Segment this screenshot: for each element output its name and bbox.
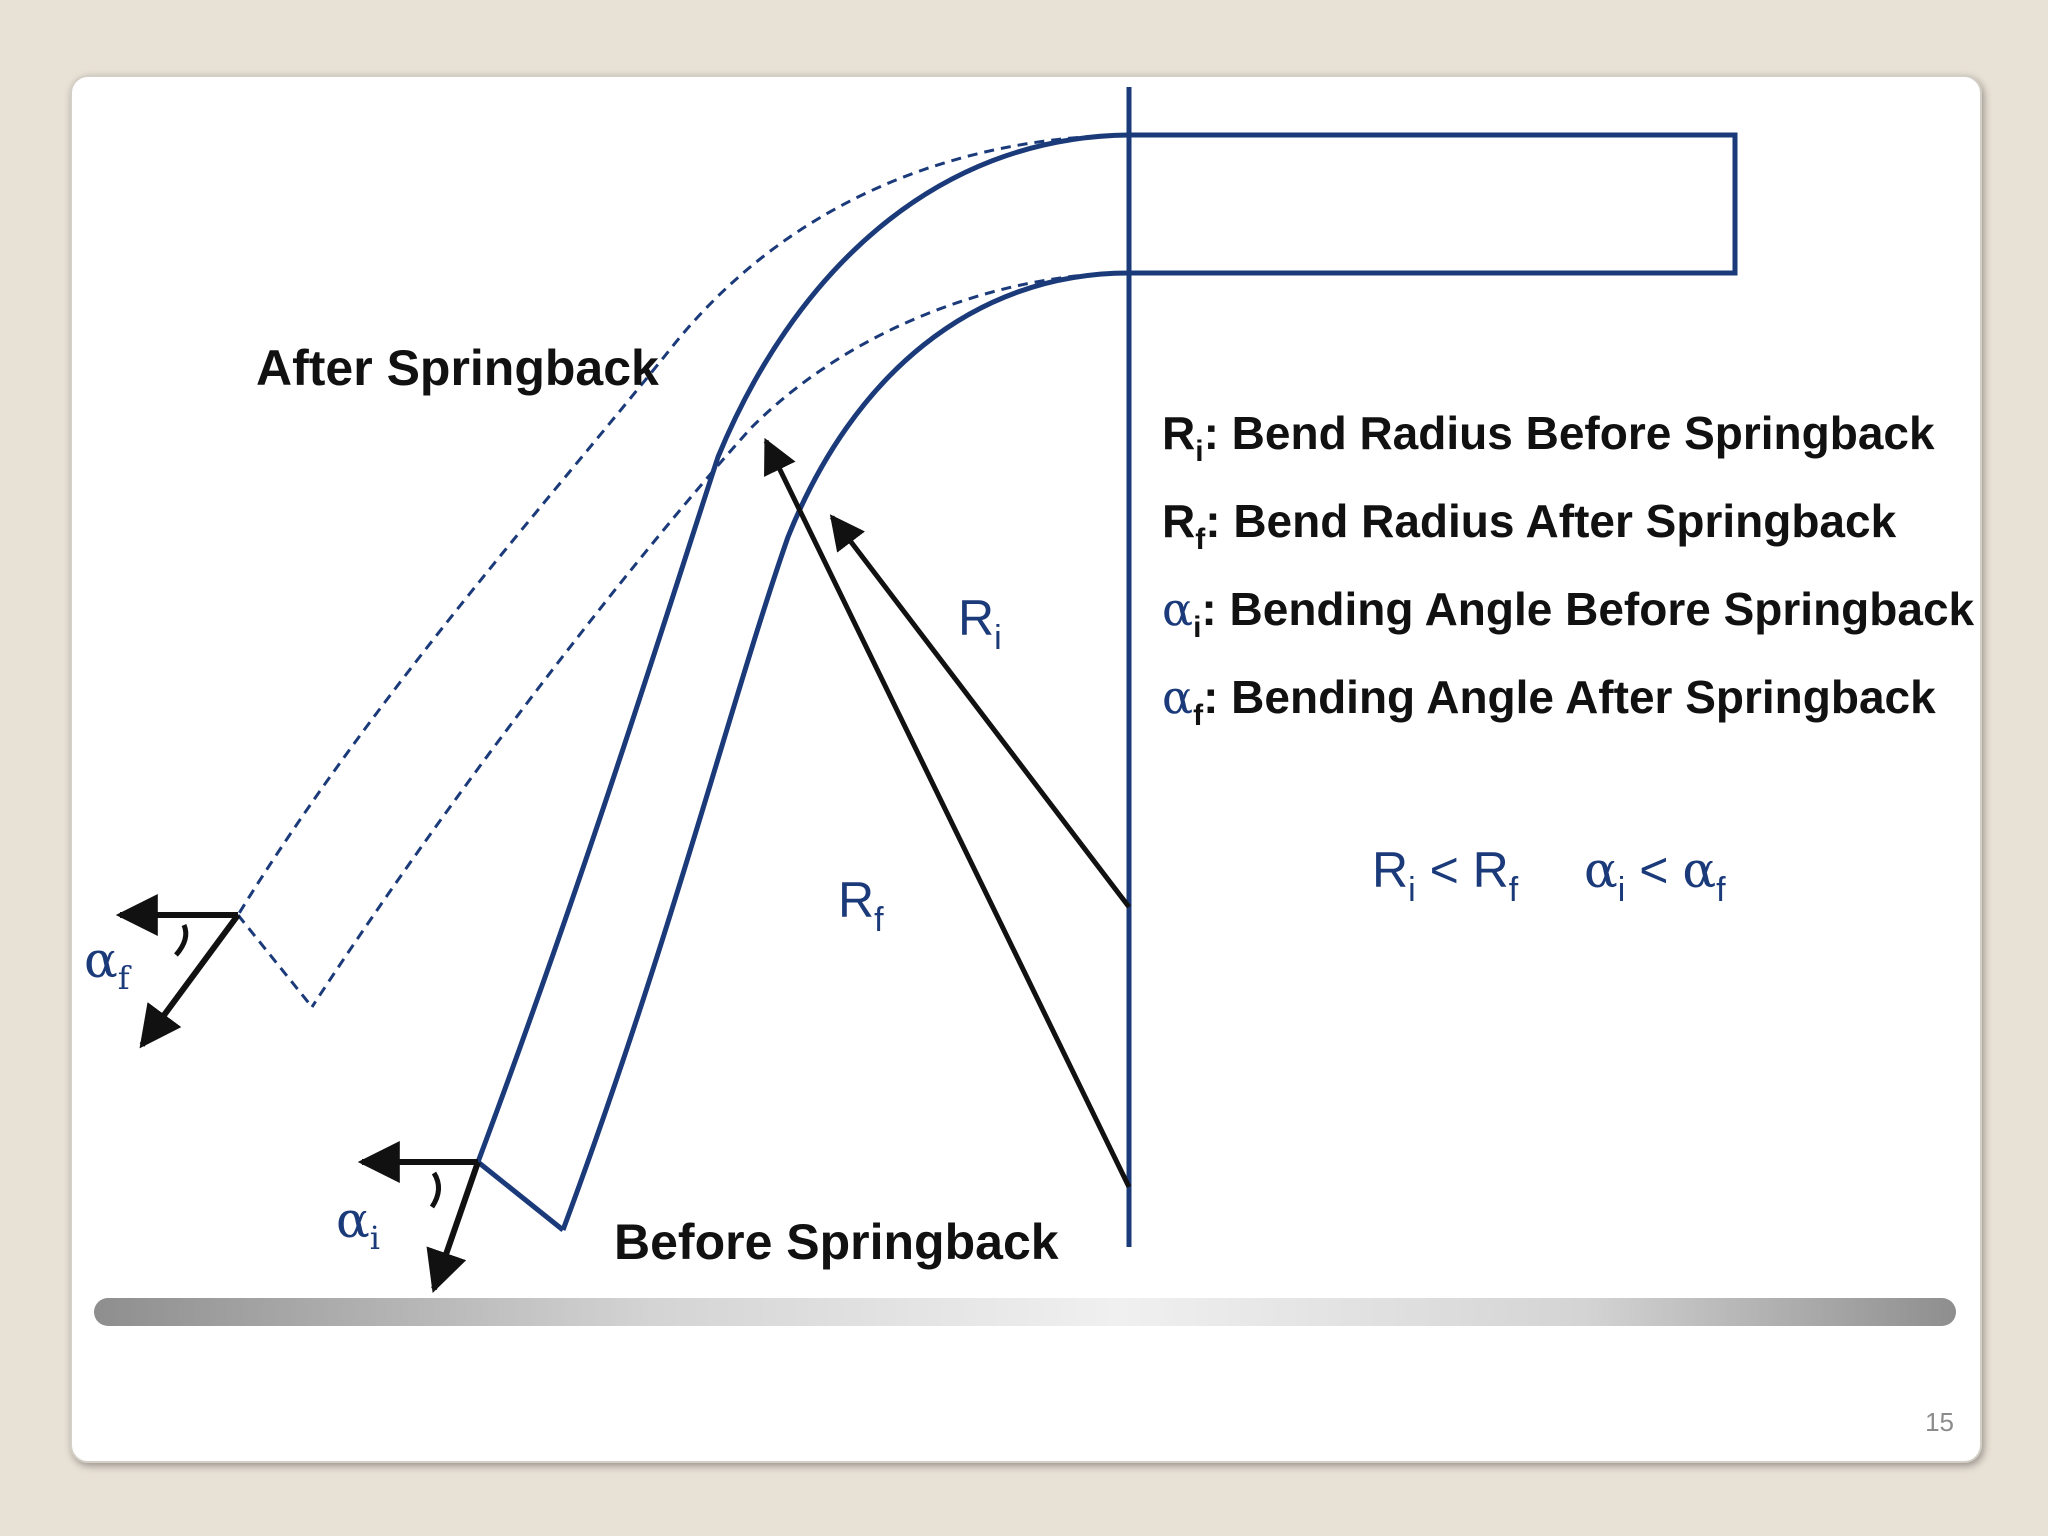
slide-number: 15 (1925, 1407, 1954, 1437)
angle-label-af: αf (84, 931, 132, 997)
legend-item-ri: Ri: Bend Radius Before Springback (1162, 407, 1935, 468)
before-springback-outer-curve (475, 132, 1130, 1163)
before-springback-inner-curve (560, 270, 1130, 1231)
legend: Ri: Bend Radius Before Springback Rf: Be… (1162, 407, 1975, 732)
angle-f-arc (174, 924, 189, 957)
legend-item-af: αf: Bending Angle After Springback (1162, 670, 1936, 732)
before-springback-end (476, 1160, 565, 1232)
after-springback-end (236, 914, 314, 1008)
radius-arrow-ri (829, 514, 1131, 909)
legend-item-ai: αi: Bending Angle Before Springback (1162, 582, 1975, 644)
after-springback-outer-curve (236, 133, 1130, 916)
radius-label-ri: Ri (958, 590, 1002, 657)
before-springback-label: Before Springback (614, 1214, 1059, 1270)
angle-i-arc (429, 1171, 441, 1209)
after-springback-label: After Springback (256, 340, 659, 396)
radius-relation: Ri < Rf (1372, 842, 1519, 909)
radius-arrow-rf (763, 437, 1132, 1189)
after-springback-inner-curve (310, 271, 1130, 1008)
angle-i-slant-arrow (426, 1161, 481, 1293)
radius-label-rf: Rf (838, 872, 884, 939)
angle-f-slant-arrow (139, 913, 241, 1049)
slide: After Springback Before Springback Ri Rf… (70, 75, 1982, 1463)
decorative-bar (94, 1298, 1956, 1326)
angle-relation: αi < αf (1584, 841, 1726, 909)
legend-item-rf: Rf: Bend Radius After Springback (1162, 495, 1897, 556)
angle-label-ai: αi (336, 1191, 380, 1257)
springback-diagram: After Springback Before Springback Ri Rf… (84, 87, 1975, 1293)
straight-flange (1129, 132, 1738, 276)
